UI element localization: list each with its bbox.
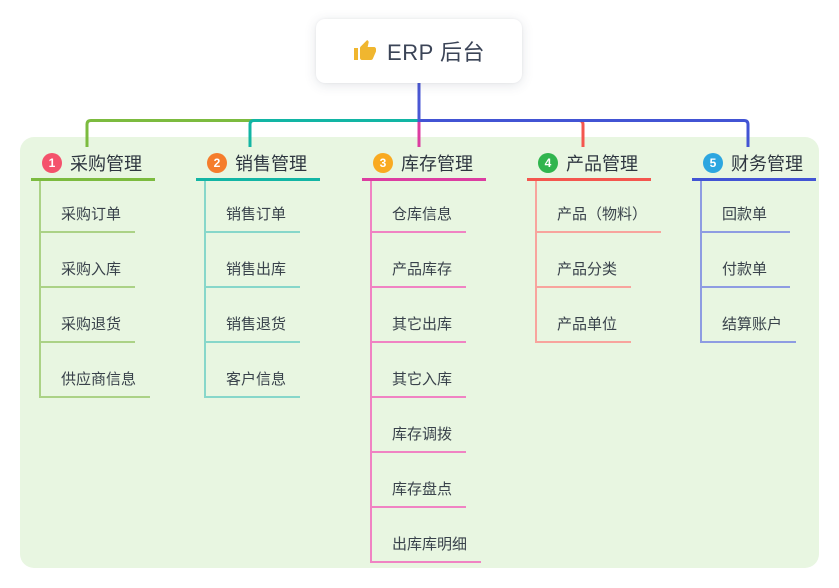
root-node[interactable]: ERP 后台: [316, 19, 522, 83]
child-node[interactable]: 回款单: [702, 181, 790, 233]
child-node[interactable]: 出库库明细: [372, 508, 482, 563]
child-node[interactable]: 付款单: [702, 233, 790, 288]
branch-badge: 3: [373, 153, 393, 173]
child-label: 结算账户: [722, 316, 783, 333]
branch-node[interactable]: 2 销售管理: [196, 148, 320, 181]
branch-label: 库存管理: [401, 154, 473, 174]
child-node[interactable]: 采购入库: [41, 233, 136, 288]
child-label: 产品单位: [557, 316, 618, 333]
branch-1: 1 采购管理采购订单采购入库采购退货供应商信息: [31, 148, 155, 398]
branch-3: 3 库存管理仓库信息产品库存其它出库其它入库库存调拨库存盘点出库库明细: [362, 148, 486, 563]
child-node[interactable]: 库存调拨: [372, 398, 467, 453]
child-label: 供应商信息: [61, 371, 137, 388]
branch-5: 5 财务管理回款单付款单结算账户: [692, 148, 816, 343]
child-node[interactable]: 产品（物料）: [537, 181, 662, 233]
child-label: 产品库存: [392, 261, 453, 278]
child-node[interactable]: 采购退货: [41, 288, 136, 343]
child-node[interactable]: 产品分类: [537, 233, 632, 288]
child-node[interactable]: 供应商信息: [41, 343, 151, 398]
child-label: 采购入库: [61, 261, 122, 278]
child-label: 回款单: [722, 206, 768, 223]
child-node[interactable]: 其它入库: [372, 343, 467, 398]
child-node[interactable]: 仓库信息: [372, 181, 467, 233]
branch-badge: 4: [538, 153, 558, 173]
branch-children: 产品（物料） 产品分类产品单位: [535, 181, 662, 343]
child-label: 采购订单: [61, 206, 122, 223]
child-label: 其它出库: [392, 316, 453, 333]
child-node[interactable]: 库存盘点: [372, 453, 467, 508]
branch-label: 财务管理: [731, 154, 803, 174]
branch-children: 回款单付款单结算账户: [700, 181, 797, 343]
child-label: 销售出库: [226, 261, 287, 278]
child-label: 产品分类: [557, 261, 618, 278]
thumbs-up-icon: [353, 39, 377, 63]
branch-node[interactable]: 3 库存管理: [362, 148, 486, 181]
branch-label: 产品管理: [566, 154, 638, 174]
child-node[interactable]: 其它出库: [372, 288, 467, 343]
child-label: 客户信息: [226, 371, 287, 388]
child-node[interactable]: 销售退货: [206, 288, 301, 343]
child-label: 销售退货: [226, 316, 287, 333]
child-label: 其它入库: [392, 371, 453, 388]
child-label: 库存调拨: [392, 426, 453, 443]
branch-children: 仓库信息产品库存其它出库其它入库库存调拨库存盘点出库库明细: [370, 181, 482, 563]
branch-children: 销售订单销售出库销售退货客户信息: [204, 181, 301, 398]
branch-badge: 1: [42, 153, 62, 173]
child-label: 出库库明细: [392, 536, 468, 553]
branch-label: 销售管理: [235, 154, 307, 174]
child-node[interactable]: 销售出库: [206, 233, 301, 288]
branch-2: 2 销售管理销售订单销售出库销售退货客户信息: [196, 148, 320, 398]
child-node[interactable]: 销售订单: [206, 181, 301, 233]
child-node[interactable]: 采购订单: [41, 181, 136, 233]
child-label: 仓库信息: [392, 206, 453, 223]
child-node[interactable]: 客户信息: [206, 343, 301, 398]
child-node[interactable]: 结算账户: [702, 288, 797, 343]
branch-4: 4 产品管理产品（物料） 产品分类产品单位: [527, 148, 662, 343]
root-label: ERP 后台: [387, 40, 485, 65]
branch-badge: 2: [207, 153, 227, 173]
branch-label: 采购管理: [70, 154, 142, 174]
child-label: 采购退货: [61, 316, 122, 333]
child-label: 销售订单: [226, 206, 287, 223]
branch-badge: 5: [703, 153, 723, 173]
child-node[interactable]: 产品单位: [537, 288, 632, 343]
branch-node[interactable]: 4 产品管理: [527, 148, 651, 181]
child-label: 产品（物料）: [557, 206, 648, 223]
child-label: 付款单: [722, 261, 768, 278]
branch-children: 采购订单采购入库采购退货供应商信息: [39, 181, 151, 398]
child-label: 库存盘点: [392, 481, 453, 498]
branch-node[interactable]: 1 采购管理: [31, 148, 155, 181]
child-node[interactable]: 产品库存: [372, 233, 467, 288]
mindmap-canvas: [20, 137, 819, 568]
branch-node[interactable]: 5 财务管理: [692, 148, 816, 181]
